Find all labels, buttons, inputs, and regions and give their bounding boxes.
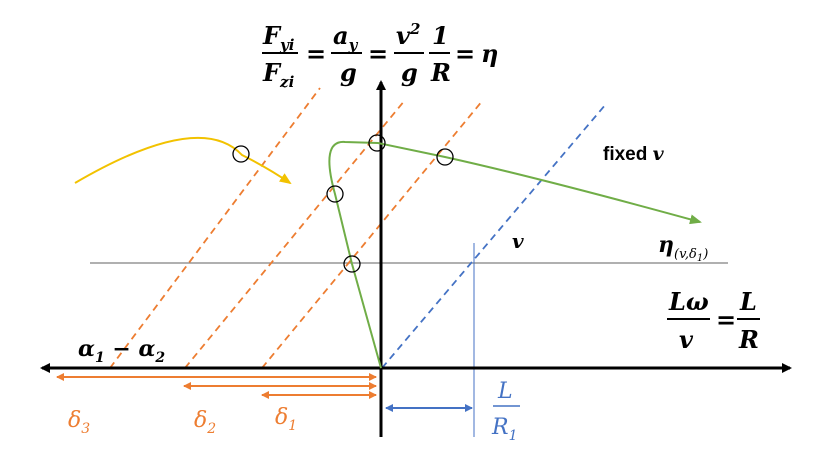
svg-text:ay: ay [333, 21, 359, 54]
delta2-label: δ2 [194, 408, 216, 437]
alpha-difference-label: α1 − α2 [78, 336, 165, 366]
svg-text:g: g [340, 58, 357, 87]
yellow-curve [74, 136, 292, 185]
svg-text:g: g [401, 58, 418, 87]
right-equation: Lω v = L R [667, 287, 760, 354]
eta-v-delta1-label: η(v,δ1) [658, 232, 708, 264]
delta1-label: δ1 [275, 405, 297, 434]
green-curve [328, 140, 702, 369]
l-over-r1-label: L R1 [491, 379, 520, 444]
orange-dashed-line-3 [109, 87, 321, 369]
svg-text:Lω: Lω [668, 287, 709, 316]
svg-text:L: L [497, 379, 513, 404]
intersection-circle [436, 148, 454, 166]
svg-text:=: = [455, 39, 475, 68]
svg-text:R: R [430, 58, 451, 87]
orange-dashed-line-1 [261, 99, 484, 369]
v-label: v [512, 229, 524, 253]
svg-text:=: = [716, 305, 736, 334]
svg-text:R: R [738, 325, 759, 354]
svg-text:η: η [481, 39, 498, 68]
svg-text:1: 1 [432, 21, 449, 50]
fixed-v-label: fixed v [603, 143, 665, 165]
svg-text:L: L [739, 287, 757, 316]
svg-text:=: = [306, 39, 326, 68]
intersection-circle [326, 185, 344, 203]
svg-text:v: v [679, 325, 694, 354]
top-equation: Fyi Fzi = ay g = v2 g 1 R = η [262, 20, 498, 91]
svg-text:v2: v2 [396, 20, 420, 50]
svg-text:Fyi: Fyi [262, 21, 295, 54]
blue-dashed-line [381, 103, 607, 369]
intersection-circle [368, 134, 386, 152]
delta3-label: δ3 [68, 408, 90, 437]
orange-dashed-line-2 [184, 99, 406, 369]
svg-text:R1: R1 [491, 415, 518, 444]
svg-text:Fzi: Fzi [262, 58, 295, 91]
svg-text:=: = [368, 39, 388, 68]
intersection-circle [343, 255, 361, 273]
intersection-circle [232, 145, 250, 163]
